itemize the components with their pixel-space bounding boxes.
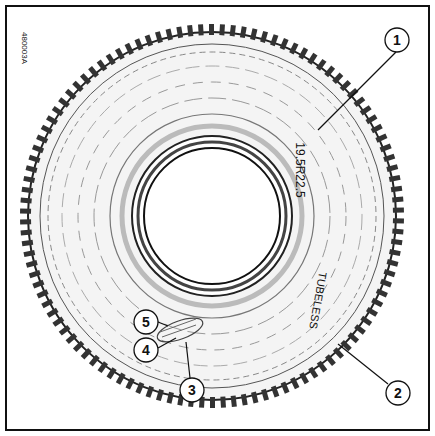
callout-number: 2 bbox=[394, 386, 402, 400]
sidewall-marking bbox=[154, 313, 205, 346]
callout-number: 1 bbox=[393, 33, 401, 47]
callout-number: 4 bbox=[142, 343, 150, 357]
tire bbox=[20, 24, 404, 408]
frame bbox=[6, 6, 429, 430]
callout-number: 5 bbox=[142, 315, 150, 329]
callout-circles bbox=[134, 28, 410, 405]
tire-size-marking: 19.5R22.5 bbox=[294, 142, 306, 197]
callout-number: 3 bbox=[188, 383, 196, 397]
leader-lines bbox=[158, 52, 396, 384]
figure-code: 480003A bbox=[20, 32, 28, 64]
